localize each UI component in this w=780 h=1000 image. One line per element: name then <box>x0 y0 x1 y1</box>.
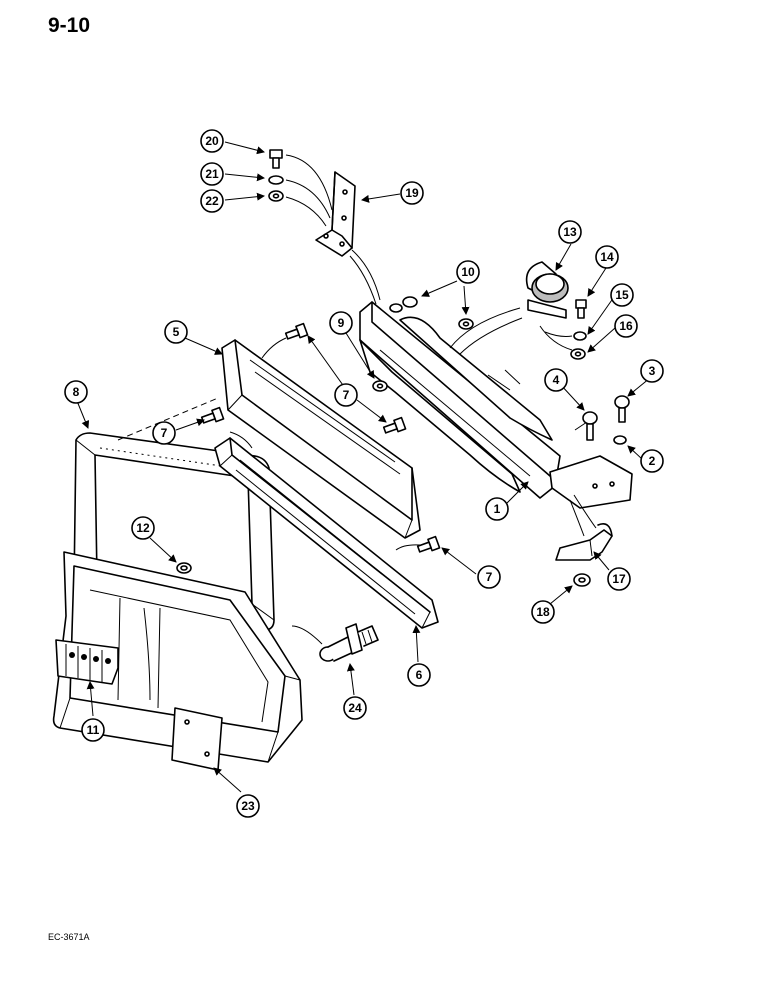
callout-5: 5 <box>164 320 188 344</box>
callout-21: 21 <box>200 162 224 186</box>
svg-text:8: 8 <box>73 385 80 399</box>
svg-text:3: 3 <box>649 364 656 378</box>
page-number: 9-10 <box>48 14 91 37</box>
part-23-lower-housing <box>52 551 303 771</box>
callout-22: 22 <box>200 189 224 213</box>
callout-9: 9 <box>329 311 353 335</box>
svg-text:13: 13 <box>563 225 577 239</box>
part-7-bolts <box>200 322 441 553</box>
svg-text:16: 16 <box>619 319 633 333</box>
svg-text:21: 21 <box>205 167 219 181</box>
callout-24: 24 <box>343 696 367 720</box>
svg-text:7: 7 <box>161 426 168 440</box>
part-10-nuts <box>389 296 474 330</box>
part-5-upper-louvre <box>221 339 421 539</box>
callout-15: 15 <box>610 283 634 307</box>
callout-23: 23 <box>236 794 260 818</box>
callout-20: 20 <box>200 129 224 153</box>
svg-text:7: 7 <box>486 570 493 584</box>
callout-18: 18 <box>531 600 555 624</box>
figure-code: EC-3671A <box>48 932 90 942</box>
part-13-horn <box>525 261 569 319</box>
callout-7c: 7 <box>477 565 501 589</box>
svg-text:23: 23 <box>241 799 255 813</box>
svg-text:1: 1 <box>494 502 501 516</box>
svg-text:6: 6 <box>416 668 423 682</box>
callout-3: 3 <box>640 359 664 383</box>
callout-7a: 7 <box>334 383 358 407</box>
svg-text:15: 15 <box>615 288 629 302</box>
part-2-4-fasteners <box>582 395 630 445</box>
callout-12: 12 <box>131 516 155 540</box>
callout-10: 10 <box>456 260 480 284</box>
svg-text:5: 5 <box>173 325 180 339</box>
part-1-support-bracket <box>359 301 633 509</box>
part-24-stud <box>319 623 379 662</box>
callout-11: 11 <box>81 718 105 742</box>
part-6-lower-louvre <box>214 437 439 629</box>
part-18-nut <box>573 573 591 587</box>
callout-16: 16 <box>614 314 638 338</box>
part-20-22-fasteners <box>268 149 284 202</box>
svg-text:7: 7 <box>343 388 350 402</box>
callout-6: 6 <box>407 663 431 687</box>
svg-text:9: 9 <box>338 316 345 330</box>
svg-text:17: 17 <box>612 572 626 586</box>
svg-text:12: 12 <box>136 521 150 535</box>
callout-7b: 7 <box>152 421 176 445</box>
svg-text:19: 19 <box>405 186 419 200</box>
svg-text:24: 24 <box>348 701 362 715</box>
part-14-16-fasteners <box>570 299 587 360</box>
callout-4: 4 <box>544 368 568 392</box>
callout-1: 1 <box>485 497 509 521</box>
callout-2: 2 <box>640 449 664 473</box>
svg-text:18: 18 <box>536 605 550 619</box>
svg-text:20: 20 <box>205 134 219 148</box>
callout-8: 8 <box>64 380 88 404</box>
part-9-washer <box>372 380 388 392</box>
callout-14: 14 <box>595 245 619 269</box>
part-17-clamp <box>555 523 613 561</box>
assembly-lines <box>117 154 597 701</box>
svg-text:4: 4 <box>553 373 560 387</box>
callout-17: 17 <box>607 567 631 591</box>
svg-text:14: 14 <box>600 250 614 264</box>
svg-text:22: 22 <box>205 194 219 208</box>
part-11-clips <box>55 639 119 685</box>
svg-text:2: 2 <box>649 454 656 468</box>
svg-text:10: 10 <box>461 265 475 279</box>
part-12-nut <box>176 562 192 574</box>
leader-arrows <box>76 141 651 793</box>
svg-text:11: 11 <box>87 723 100 737</box>
callout-13: 13 <box>558 220 582 244</box>
part-19-angle-bracket <box>315 171 356 257</box>
callout-19: 19 <box>400 181 424 205</box>
